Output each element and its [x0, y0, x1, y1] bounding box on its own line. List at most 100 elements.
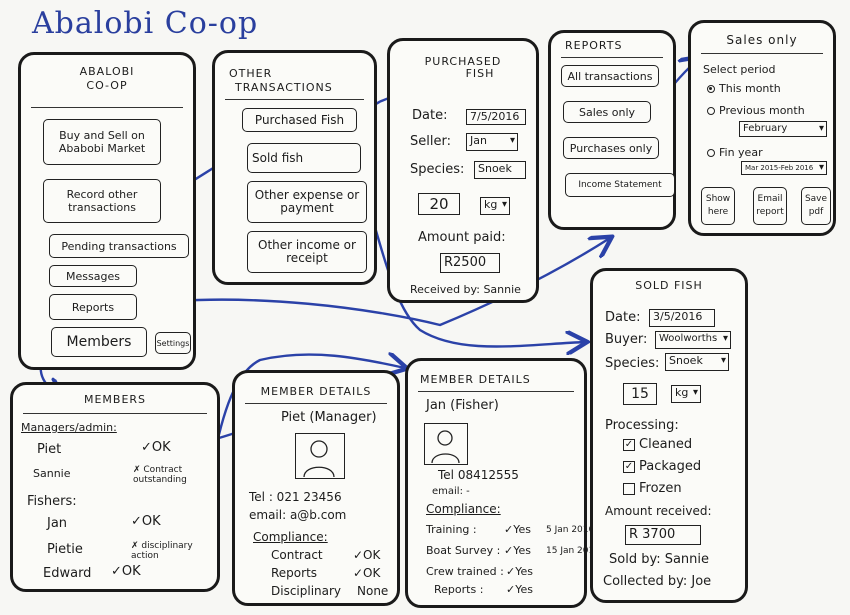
all-transactions-button[interactable]: All transactions — [561, 65, 659, 87]
fin-year-dropdown[interactable]: Mar 2015-Feb 2016 — [741, 161, 827, 175]
amount-field[interactable]: R 3700 — [625, 525, 701, 545]
reports-screen: REPORTS All transactions Sales only Purc… — [548, 30, 676, 230]
manager-status: ✗ Contract outstanding — [133, 465, 187, 485]
seller-label: Seller: — [410, 134, 451, 149]
date-field[interactable]: 3/5/2016 — [649, 309, 715, 327]
compliance-label: Reports — [271, 566, 318, 580]
purchased-fish-screen: PURCHASED FISH Date: 7/5/2016 Seller: Ja… — [387, 38, 539, 303]
other-expense-button[interactable]: Other expense or payment — [247, 181, 367, 223]
purchases-only-button[interactable]: Purchases only — [563, 137, 659, 159]
compliance-label: Training : — [426, 523, 477, 536]
purchased-subtitle: FISH — [465, 67, 495, 80]
this-month-radio[interactable] — [707, 85, 715, 93]
show-here-button[interactable]: Show here — [701, 187, 735, 225]
pending-transactions-button[interactable]: Pending transactions — [49, 234, 189, 258]
sales-only-button[interactable]: Sales only — [563, 101, 651, 123]
quantity-field[interactable]: 20 — [418, 193, 460, 215]
home-title: ABALOBI — [79, 65, 135, 78]
person-icon — [303, 440, 335, 478]
reports-button[interactable]: Reports — [49, 294, 137, 320]
income-statement-button[interactable]: Income Statement — [565, 173, 675, 197]
other-subtitle: TRANSACTIONS — [235, 81, 333, 94]
member-details-jan-screen: MEMBER DETAILS Jan (Fisher) Tel 08412555… — [405, 358, 600, 608]
select-period-label: Select period — [703, 63, 776, 76]
amount-field[interactable]: R2500 — [440, 253, 500, 273]
date-label: Date: — [605, 310, 641, 325]
compliance-value: ✓Yes — [506, 565, 533, 578]
manager-name[interactable]: Sannie — [33, 467, 71, 480]
compliance-label: Reports : — [434, 583, 484, 596]
buyer-label: Buyer: — [605, 332, 648, 347]
this-month-label: This month — [719, 82, 781, 95]
fisher-name[interactable]: Jan — [47, 516, 68, 531]
fin-year-radio[interactable] — [707, 149, 715, 157]
fisher-status: ✗ disciplinary action — [131, 541, 193, 561]
other-income-button[interactable]: Other income or receipt — [247, 231, 367, 273]
compliance-label: Crew trained : — [426, 565, 504, 578]
avatar — [295, 433, 345, 479]
sold-fish-screen: SOLD FISH Date: 3/5/2016 Buyer: Woolwort… — [590, 268, 748, 603]
fisher-name[interactable]: Edward — [43, 566, 92, 581]
member-name: Jan (Fisher) — [426, 398, 499, 413]
member-tel: Tel : 021 23456 — [249, 490, 342, 504]
purchased-fish-button[interactable]: Purchased Fish — [242, 108, 357, 132]
fisher-status: ✓OK — [131, 514, 161, 529]
seller-dropdown[interactable]: Jan — [466, 133, 518, 151]
manager-name[interactable]: Piet — [37, 442, 62, 457]
sold-by: Sold by: Sannie — [609, 552, 710, 567]
save-pdf-button[interactable]: Save pdf — [801, 187, 831, 225]
packaged-label: Packaged — [639, 459, 702, 474]
compliance-date: 5 Jan 2016 — [546, 525, 595, 535]
person-icon — [431, 430, 460, 464]
manager-status: ✓OK — [141, 440, 171, 455]
compliance-value: ✓Yes — [506, 583, 533, 596]
members-title: MEMBERS — [83, 393, 147, 406]
members-button[interactable]: Members — [51, 327, 147, 357]
frozen-checkbox[interactable] — [623, 483, 635, 495]
fisher-name[interactable]: Pietie — [47, 542, 83, 557]
compliance-value: None — [357, 584, 389, 598]
unit-dropdown[interactable]: kg — [671, 385, 701, 403]
cleaned-checkbox[interactable]: ✓ — [623, 439, 635, 451]
other-transactions-screen: OTHER TRANSACTIONS Purchased Fish Sold f… — [212, 50, 377, 285]
email-report-button[interactable]: Email report — [753, 187, 787, 225]
unit-dropdown[interactable]: kg — [480, 197, 510, 215]
compliance-label: Disciplinary — [271, 584, 342, 598]
sold-fish-button[interactable]: Sold fish — [247, 143, 361, 173]
quantity-field[interactable]: 15 — [623, 383, 657, 405]
page-title: Abalobi Co-op — [32, 6, 259, 41]
other-title: OTHER — [229, 67, 273, 80]
home-subtitle: CO-OP — [86, 79, 128, 92]
species-label: Species: — [605, 356, 660, 371]
compliance-value: ✓OK — [353, 566, 381, 580]
collected-by: Collected by: Joe — [603, 574, 712, 589]
reports-title: REPORTS — [565, 39, 623, 52]
species-field[interactable]: Snoek — [474, 161, 526, 179]
processing-label: Processing: — [605, 418, 679, 433]
date-field[interactable]: 7/5/2016 — [466, 109, 526, 125]
member-name: Piet (Manager) — [281, 410, 377, 425]
compliance-value: ✓Yes — [504, 523, 531, 536]
sales-title: Sales only — [726, 33, 798, 47]
species-dropdown[interactable]: Snoek — [665, 353, 729, 371]
member-email: email: a@b.com — [249, 508, 347, 522]
buy-sell-button[interactable]: Buy and Sell on Ababobi Market — [43, 119, 161, 165]
amount-label: Amount paid: — [418, 230, 506, 245]
cleaned-label: Cleaned — [639, 437, 693, 452]
messages-button[interactable]: Messages — [49, 265, 137, 287]
details-title: MEMBER DETAILS — [420, 373, 531, 386]
compliance-value: ✓OK — [353, 548, 381, 562]
compliance-label: Boat Survey : — [426, 544, 501, 557]
frozen-label: Frozen — [639, 481, 682, 496]
date-label: Date: — [412, 108, 448, 123]
record-transactions-button[interactable]: Record other transactions — [43, 179, 161, 223]
fin-year-label: Fin year — [719, 146, 763, 159]
buyer-dropdown[interactable]: Woolworths — [655, 331, 731, 349]
settings-button[interactable]: Settings — [155, 332, 191, 354]
compliance-date: 15 Jan 2016 — [546, 546, 600, 556]
fisher-status: ✓OK — [111, 564, 141, 579]
avatar — [424, 423, 468, 465]
packaged-checkbox[interactable]: ✓ — [623, 461, 635, 473]
month-dropdown[interactable]: February — [739, 121, 827, 137]
previous-month-radio[interactable] — [707, 107, 715, 115]
